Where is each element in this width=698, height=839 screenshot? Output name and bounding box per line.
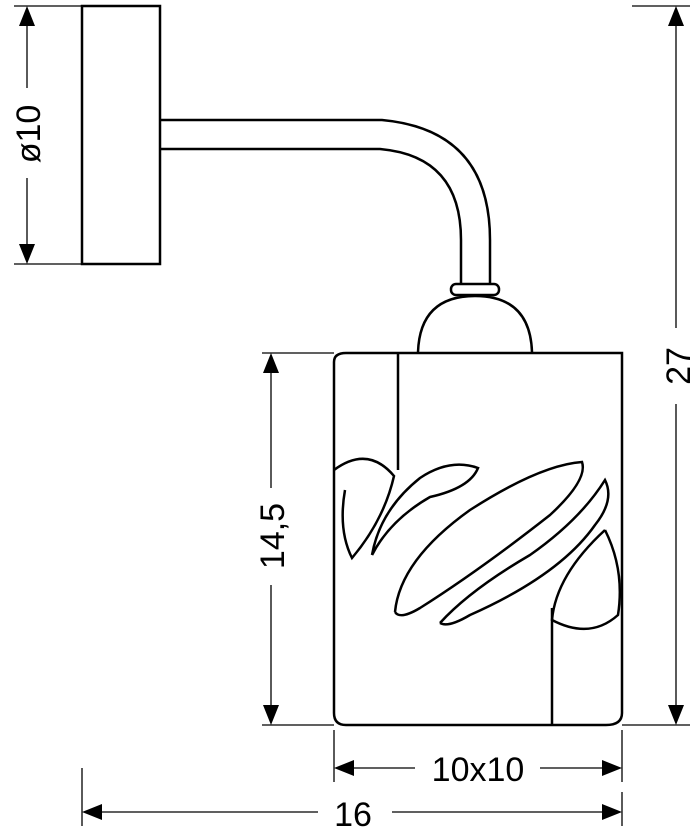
dimension-label-shade-width: 10x10 <box>432 751 525 789</box>
dimension-label-wall-plate: ø10 <box>10 105 48 164</box>
lamp-socket <box>416 294 534 353</box>
dimension-label-shade-height: 14,5 <box>254 503 292 569</box>
dimension-shade-width: 10x10 <box>333 730 623 789</box>
dimension-total-width: 16 <box>81 768 623 834</box>
dimension-label-total-height: 27 <box>660 347 698 385</box>
wall-plate <box>80 4 162 266</box>
arm-ring <box>449 282 501 297</box>
dimension-label-total-width: 16 <box>334 796 372 834</box>
glass-shade <box>332 351 624 727</box>
dimension-shade-height: 14,5 <box>254 352 334 726</box>
dimension-wall-plate: ø10 <box>10 5 82 265</box>
lamp-arm <box>160 118 492 284</box>
dimension-total-height: 27 <box>622 5 698 726</box>
